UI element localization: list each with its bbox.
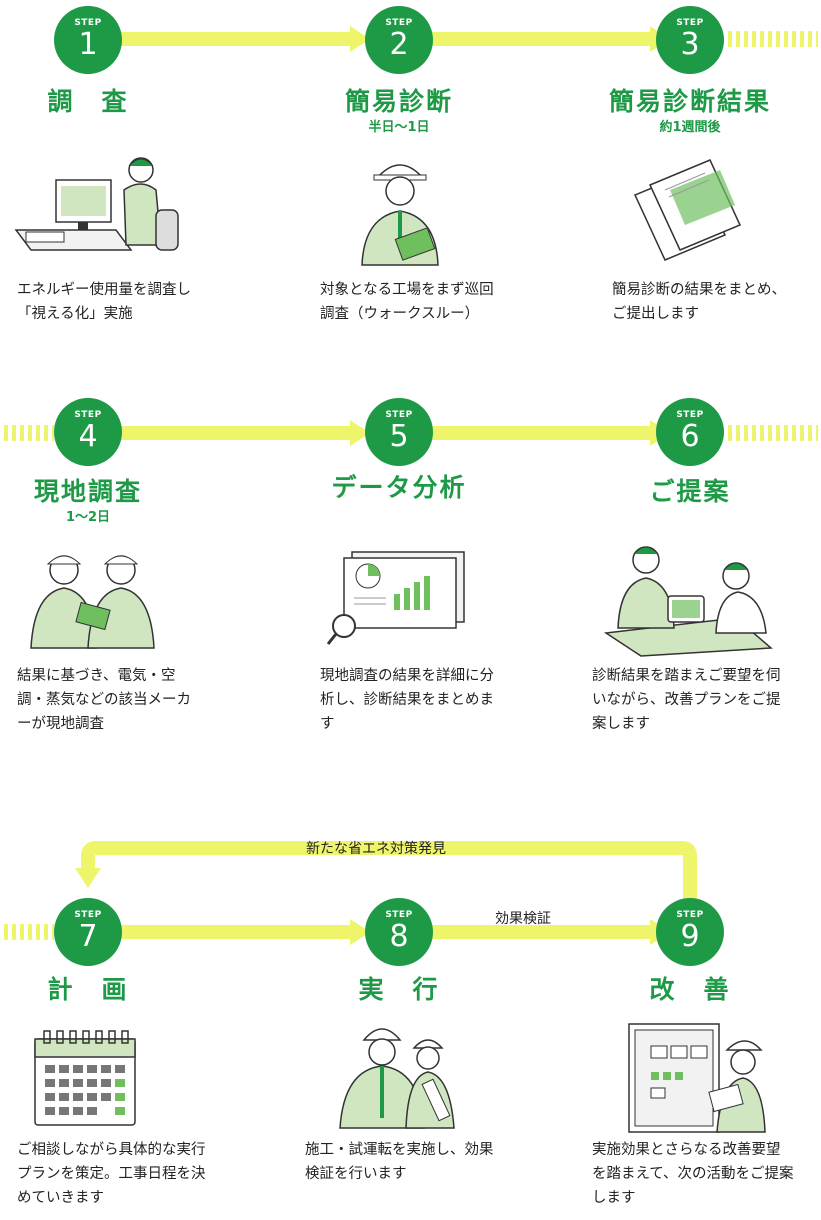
consultation-icon bbox=[603, 546, 773, 657]
step-9-title: 改 善 bbox=[649, 975, 731, 1004]
step-1-title: 調 査 bbox=[47, 87, 129, 116]
step-4-title: 現地調査 bbox=[33, 477, 142, 506]
continuation-dash-3 bbox=[728, 31, 818, 47]
step-9-description: 実施効果とさらなる改善要望を踏まえて、次の活動をご提案します bbox=[592, 1142, 794, 1206]
office-worker-icon bbox=[14, 157, 179, 251]
step-1-description: エネルギー使用量を調査し「視える化」実施 bbox=[17, 282, 191, 322]
control-panel-icon bbox=[628, 1023, 766, 1133]
connector-1-2 bbox=[112, 32, 352, 46]
report-documents-icon bbox=[633, 159, 742, 261]
calendar-icon bbox=[34, 1030, 136, 1126]
workers-icon bbox=[339, 1028, 455, 1129]
step-3-description: 簡易診断の結果をまとめ、ご提出します bbox=[612, 282, 786, 322]
step-6-description: 診断結果を踏まえご要望を伺いながら、改善プランをご提案します bbox=[592, 668, 781, 732]
step-2-title: 簡易診断 bbox=[344, 87, 453, 116]
step-5-title: データ分析 bbox=[331, 473, 467, 502]
connector-2-3 bbox=[430, 32, 652, 46]
step-4-description: 結果に基づき、電気・空調・蒸気などの該当メーカーが現地調査 bbox=[17, 668, 191, 732]
inspector-clipboard-icon bbox=[361, 164, 439, 266]
two-inspectors-icon bbox=[30, 555, 155, 649]
connector-5-6 bbox=[430, 426, 652, 440]
step-7-title: 計 画 bbox=[47, 975, 129, 1004]
continuation-dash-6 bbox=[728, 425, 818, 441]
data-analysis-icon bbox=[326, 551, 465, 645]
loop-note: 新たな省エネ対策発見 bbox=[306, 841, 446, 857]
connector-4-5 bbox=[112, 426, 352, 440]
step-2-description: 対象となる工場をまず巡回調査（ウォークスルー） bbox=[320, 282, 494, 322]
step-8-title: 実 行 bbox=[358, 975, 440, 1004]
step-6-title: ご提案 bbox=[649, 477, 731, 506]
connector-7-8 bbox=[112, 925, 352, 939]
step-7-description: ご相談しながら具体的な実行プランを策定。工事日程を決めていきます bbox=[17, 1142, 206, 1206]
verify-note: 効果検証 bbox=[495, 911, 551, 927]
continuation-dash-4-left bbox=[4, 425, 54, 441]
step-4-duration: 1～2日 bbox=[65, 510, 111, 525]
continuation-dash-7-left bbox=[4, 924, 54, 940]
step-8-description: 施工・試運転を実施し、効果検証を行います bbox=[305, 1142, 494, 1182]
step-5-description: 現地調査の結果を詳細に分析し、診断結果をまとめます bbox=[320, 668, 494, 732]
connector-8-9 bbox=[430, 925, 652, 939]
step-3-title: 簡易診断結果 bbox=[608, 87, 771, 116]
step-3-duration: 約1週間後 bbox=[659, 120, 721, 135]
step-2-duration: 半日～1日 bbox=[368, 120, 430, 135]
